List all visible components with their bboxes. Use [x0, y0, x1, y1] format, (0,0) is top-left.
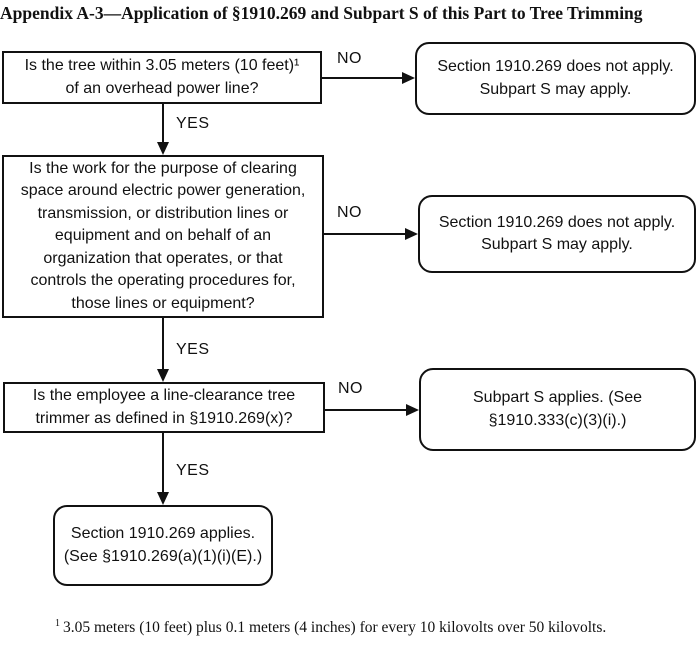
question-box-3: Is the employee a line-clearance tree tr… [3, 382, 325, 433]
no-label-2: NO [337, 204, 362, 221]
question-box-2: Is the work for the purpose of clearing … [2, 155, 324, 318]
no-arrow-line-3 [325, 409, 406, 411]
no-label-3: NO [338, 380, 363, 397]
question-1-text: Is the tree within 3.05 meters (10 feet)… [24, 57, 300, 97]
arrowhead-down-icon [157, 492, 169, 505]
question-box-1: Is the tree within 3.05 meters (10 feet)… [2, 51, 322, 104]
no-arrow-line-2 [324, 233, 405, 235]
result-2-text: Section 1910.269 does not apply. Subpart… [438, 213, 676, 254]
arrowhead-right-icon [405, 228, 418, 240]
arrowhead-down-icon [157, 142, 169, 155]
arrowhead-right-icon [402, 72, 415, 84]
result-box-1: Section 1910.269 does not apply. Subpart… [415, 42, 696, 115]
yes-arrow-line-1 [162, 104, 164, 144]
question-2-text: Is the work for the purpose of clearing … [20, 159, 306, 312]
no-arrow-line-1 [322, 77, 402, 79]
yes-arrow-line-2 [162, 318, 164, 370]
question-3-text: Is the employee a line-clearance tree tr… [32, 387, 296, 427]
result-box-3: Subpart S applies. (See §1910.333(c)(3)(… [419, 368, 696, 451]
result-box-2: Section 1910.269 does not apply. Subpart… [418, 195, 696, 273]
result-3-text: Subpart S applies. (See §1910.333(c)(3)(… [473, 389, 642, 429]
yes-arrow-line-3 [162, 433, 164, 493]
no-label-1: NO [337, 50, 362, 67]
footnote-marker: 1 [55, 618, 60, 629]
final-result-box: Section 1910.269 applies. (See §1910.269… [53, 505, 273, 586]
arrowhead-down-icon [157, 369, 169, 382]
yes-label-3: YES [176, 462, 210, 479]
arrowhead-right-icon [406, 404, 419, 416]
yes-label-2: YES [176, 341, 210, 358]
page-title: Appendix A-3—Application of §1910.269 an… [0, 3, 643, 23]
final-result-text: Section 1910.269 applies. (See §1910.269… [63, 525, 263, 565]
result-1-text: Section 1910.269 does not apply. Subpart… [437, 58, 674, 98]
footnote-text: 3.05 meters (10 feet) plus 0.1 meters (4… [63, 619, 607, 637]
yes-label-1: YES [176, 115, 210, 132]
